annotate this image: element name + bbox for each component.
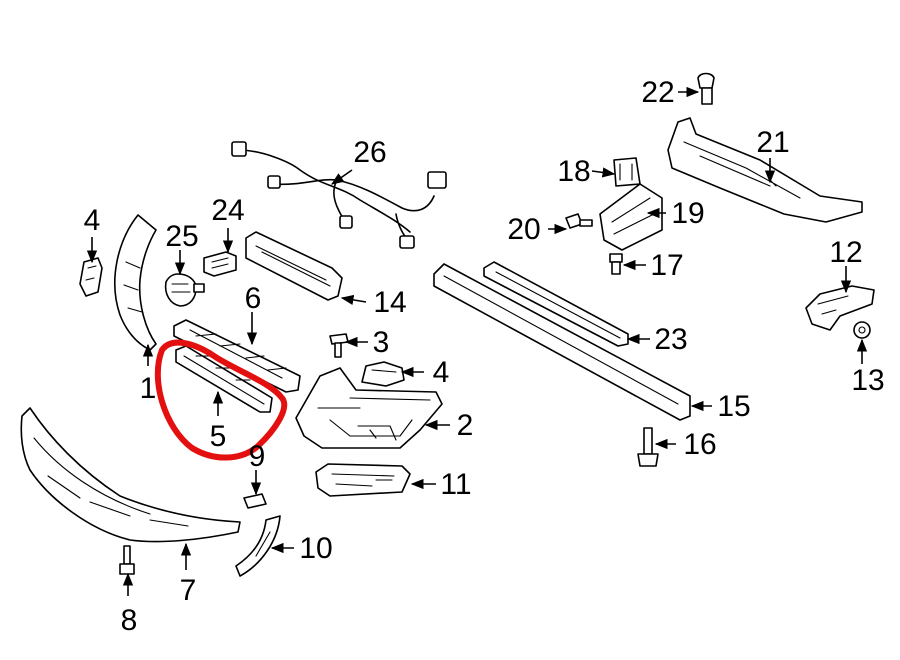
part-wiring-harness	[231, 141, 447, 249]
part-mounting-strip	[245, 231, 343, 301]
callout-10: 10	[299, 532, 332, 565]
part-bolt-20	[565, 213, 593, 229]
part-bolt-17	[609, 253, 623, 275]
callout-14: 14	[373, 286, 406, 319]
callout-4-mid: 4	[433, 356, 450, 389]
part-clip-9	[243, 493, 267, 509]
part-sensor-holder	[203, 251, 237, 277]
callout-13: 13	[851, 364, 884, 397]
callout-labels: 4 1 25 24 26 14 6 5 3 4 2 11 9 10 7 8 15…	[84, 76, 885, 637]
callout-18: 18	[557, 155, 590, 188]
callout-26: 26	[353, 136, 386, 169]
part-bolt-16	[637, 427, 659, 467]
callout-19: 19	[671, 197, 704, 230]
callout-22: 22	[641, 76, 674, 109]
callout-21: 21	[756, 126, 789, 159]
callout-24: 24	[211, 194, 244, 227]
callout-1: 1	[140, 372, 157, 405]
part-fog-lamp-bezel	[315, 463, 411, 497]
part-nut-13	[853, 321, 871, 339]
part-side-bracket	[805, 285, 875, 331]
callout-3: 3	[373, 326, 390, 359]
callout-20: 20	[507, 213, 540, 246]
part-bracket-19	[599, 183, 663, 251]
callout-15: 15	[717, 390, 750, 423]
part-bumper-cover-side	[114, 214, 157, 351]
leader-lines	[86, 86, 868, 596]
callout-7: 7	[180, 574, 197, 607]
callout-12: 12	[829, 236, 862, 269]
part-side-trim	[235, 515, 281, 577]
part-bracket-left	[79, 257, 103, 297]
highlight-ring	[154, 339, 288, 461]
part-clip-18	[613, 157, 641, 187]
part-fog-lamp-housing	[295, 367, 443, 449]
callout-6: 6	[245, 282, 262, 315]
callout-8: 8	[121, 604, 138, 637]
callout-16: 16	[683, 428, 716, 461]
part-grille-upper	[173, 319, 301, 393]
callout-25: 25	[165, 220, 198, 253]
callout-17: 17	[650, 249, 683, 282]
callout-23: 23	[654, 323, 687, 356]
part-lower-spoiler	[20, 407, 241, 543]
part-park-sensor	[164, 273, 205, 307]
callout-2: 2	[457, 409, 474, 442]
part-bracket-mid	[361, 361, 405, 387]
callout-4-left: 4	[84, 204, 101, 237]
callout-11: 11	[440, 468, 471, 501]
part-bolt-3	[329, 333, 349, 358]
callout-5: 5	[210, 420, 227, 453]
part-screw-8	[119, 545, 135, 575]
callout-9: 9	[249, 440, 266, 473]
part-impact-bar	[433, 263, 691, 421]
part-push-pin	[697, 72, 715, 105]
